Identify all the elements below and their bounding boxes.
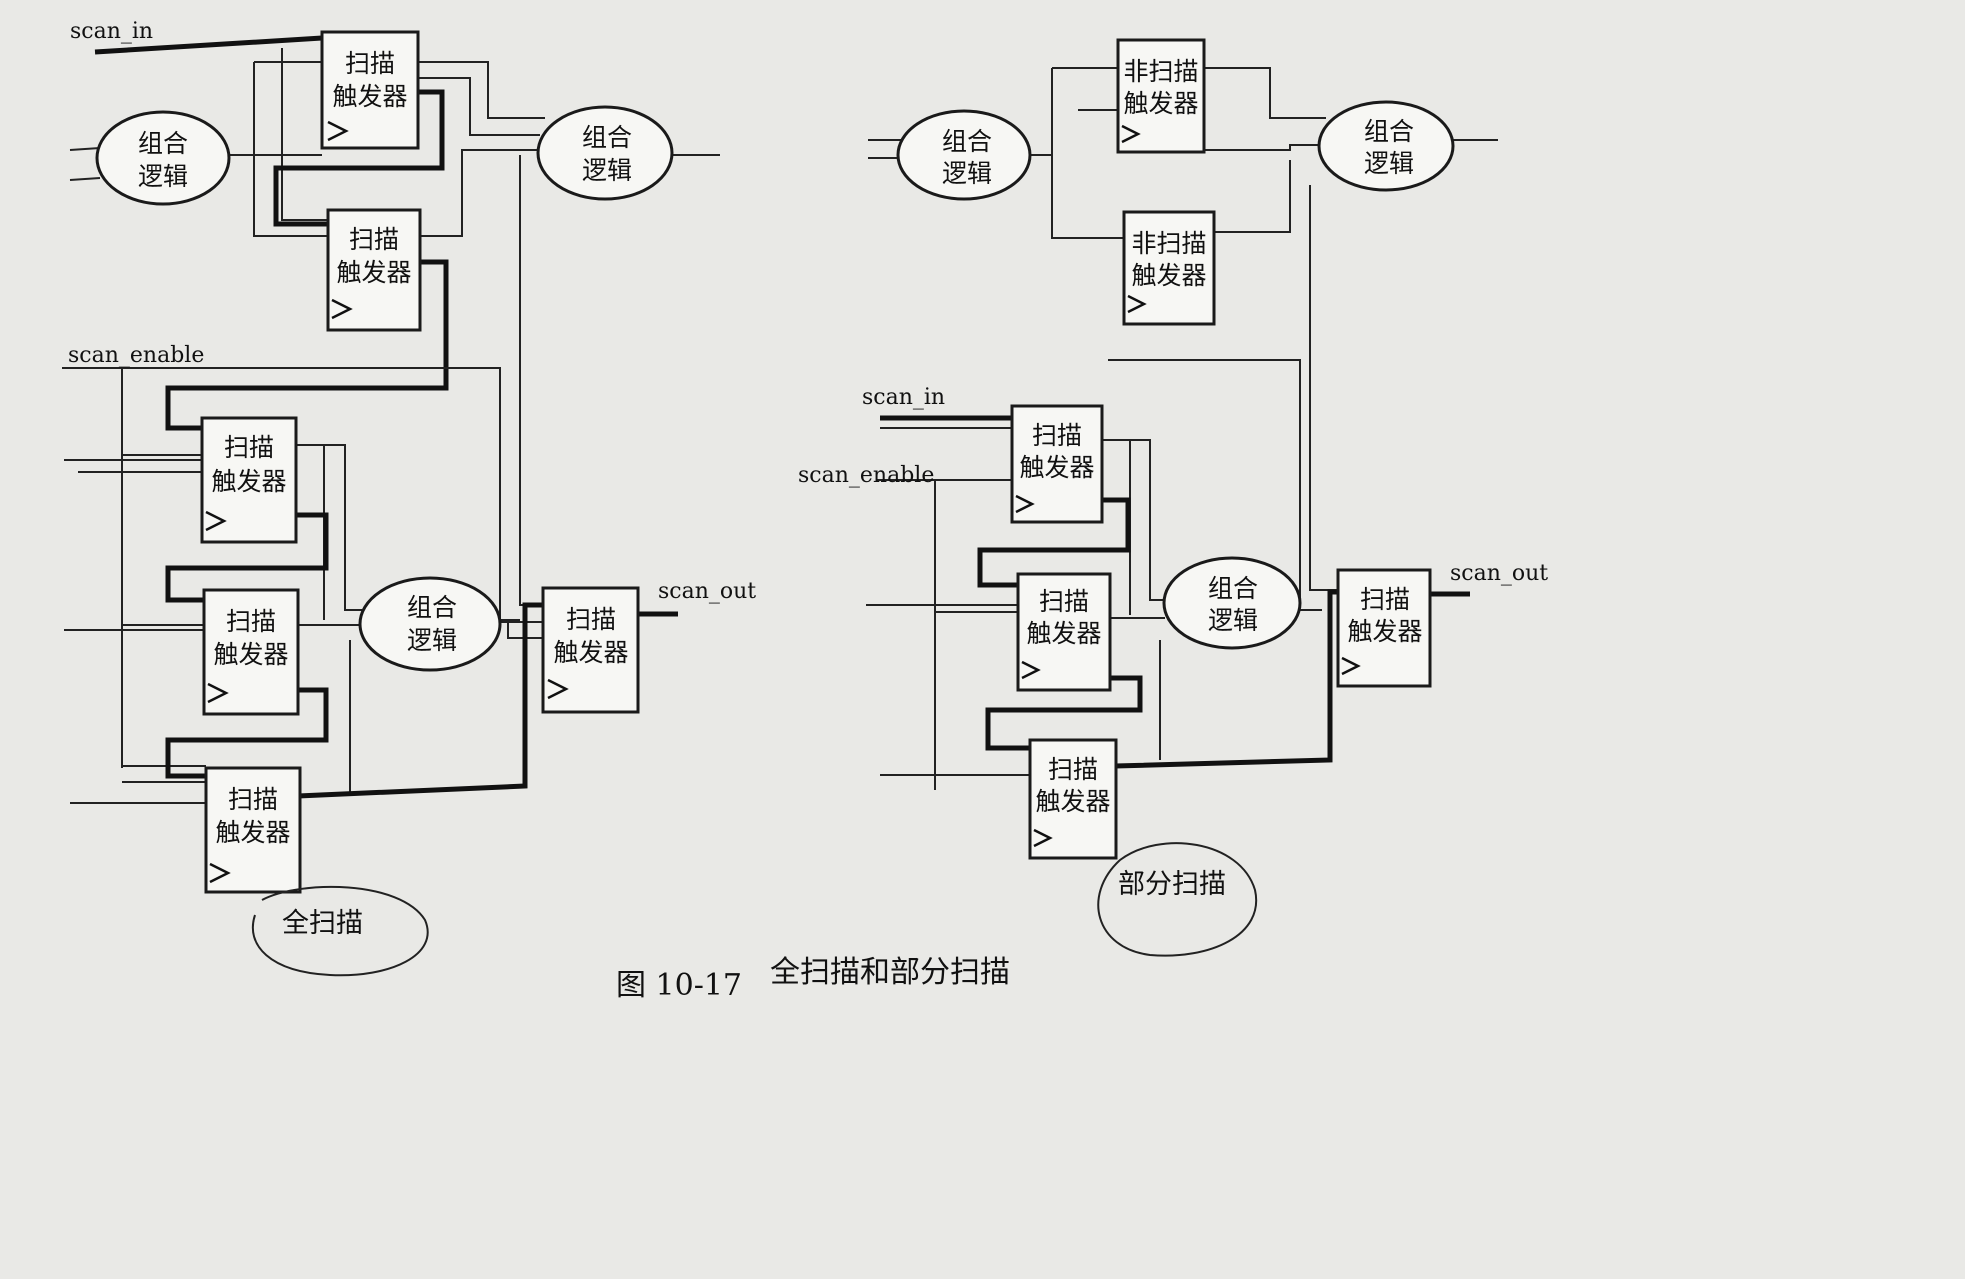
ff-label-bottom: 触发器 bbox=[1131, 261, 1206, 290]
logic-label-top: 组合 bbox=[582, 123, 632, 152]
scan-out-label-right: scan_out bbox=[1450, 561, 1548, 586]
ff-label-bottom: 触发器 bbox=[215, 818, 290, 847]
ff-label-bottom: 触发器 bbox=[553, 638, 628, 667]
figure-number: 图 10-17 bbox=[616, 968, 742, 1003]
ff-label-bottom: 触发器 bbox=[1347, 617, 1422, 646]
logic-label-bottom: 逻辑 bbox=[942, 159, 992, 188]
scan-enable-label-right: scan_enable bbox=[798, 463, 934, 488]
logic-label-bottom: 逻辑 bbox=[407, 626, 457, 655]
ff-label-top: 扫描 bbox=[1039, 587, 1089, 616]
full-scan-wiring bbox=[62, 35, 720, 804]
logic-label-top: 组合 bbox=[407, 593, 457, 622]
scan-ff-1: 扫描 触发器 bbox=[320, 30, 420, 150]
scan-ff-2: 扫描 触发器 bbox=[326, 208, 422, 332]
scan-ff-3: 扫描 触发器 bbox=[200, 416, 298, 544]
logic-label-top: 组合 bbox=[1208, 574, 1258, 603]
logic-block-3: 组合 逻辑 bbox=[358, 576, 502, 672]
logic-block-right-1: 组合 逻辑 bbox=[896, 109, 1032, 201]
partial-scan-label: 部分扫描 bbox=[1118, 869, 1226, 900]
ff-label-bottom: 触发器 bbox=[1035, 787, 1110, 816]
nonscan-ff-2: 非扫描 触发器 bbox=[1122, 210, 1216, 326]
scan-enable-label-left: scan_enable bbox=[68, 343, 204, 368]
ff-label-top: 扫描 bbox=[345, 49, 395, 78]
logic-label-bottom: 逻辑 bbox=[1208, 606, 1258, 635]
ff-label-top: 扫描 bbox=[224, 433, 274, 462]
logic-label-bottom: 逻辑 bbox=[582, 156, 632, 185]
ff-label-bottom: 触发器 bbox=[211, 467, 286, 496]
logic-label-top: 组合 bbox=[1364, 117, 1414, 146]
logic-label-top: 组合 bbox=[942, 127, 992, 156]
ff-label-top: 扫描 bbox=[349, 225, 399, 254]
full-scan-label: 全扫描 bbox=[282, 908, 363, 939]
ff-label-top: 扫描 bbox=[1360, 585, 1410, 614]
logic-block-right-3: 组合 逻辑 bbox=[1162, 556, 1302, 650]
scan-ff-out-left: 扫描 触发器 bbox=[541, 586, 640, 714]
scan-ff-4: 扫描 触发器 bbox=[202, 588, 300, 716]
logic-block-2: 组合 逻辑 bbox=[536, 105, 674, 201]
scan-in-label-left: scan_in bbox=[70, 19, 153, 44]
ff-label-top: 扫描 bbox=[1032, 421, 1082, 450]
logic-label-bottom: 逻辑 bbox=[138, 162, 188, 191]
ff-label-top: 非扫描 bbox=[1131, 229, 1206, 258]
logic-label-bottom: 逻辑 bbox=[1364, 149, 1414, 178]
figure-canvas: 扫描 触发器 扫描 触发器 扫描 触发器 扫描 触发器 扫描 触发器 扫描 触发… bbox=[62, 19, 1548, 1003]
ff-label-bottom: 触发器 bbox=[336, 258, 411, 287]
ff-label-top: 扫描 bbox=[566, 605, 616, 634]
logic-block-right-2: 组合 逻辑 bbox=[1317, 100, 1455, 192]
scan-ff-right-2: 扫描 触发器 bbox=[1016, 572, 1112, 692]
nonscan-ff-1: 非扫描 触发器 bbox=[1116, 38, 1206, 154]
logic-block-1: 组合 逻辑 bbox=[95, 110, 231, 206]
partial-scan-annotation: 部分扫描 bbox=[1097, 842, 1258, 957]
ff-label-bottom: 触发器 bbox=[213, 640, 288, 669]
partial-scan-wiring bbox=[866, 67, 1498, 790]
ff-label-bottom: 触发器 bbox=[1123, 89, 1198, 118]
full-scan-annotation: 全扫描 bbox=[251, 885, 429, 977]
ff-label-bottom: 触发器 bbox=[332, 82, 407, 111]
scan-out-label-left: scan_out bbox=[658, 579, 756, 604]
figure-caption: 图 10-17 全扫描和部分扫描 bbox=[616, 955, 1010, 1003]
ff-label-bottom: 触发器 bbox=[1019, 453, 1094, 482]
scan-ff-right-1: 扫描 触发器 bbox=[1010, 404, 1104, 524]
ff-label-top: 扫描 bbox=[228, 785, 278, 814]
scan-ff-right-3: 扫描 触发器 bbox=[1028, 738, 1118, 860]
scan-ff-5: 扫描 触发器 bbox=[204, 766, 302, 894]
logic-label-top: 组合 bbox=[138, 129, 188, 158]
ff-label-top: 扫描 bbox=[1048, 755, 1098, 784]
ff-label-top: 扫描 bbox=[226, 607, 276, 636]
ff-label-top: 非扫描 bbox=[1123, 57, 1198, 86]
figure-title: 全扫描和部分扫描 bbox=[770, 955, 1010, 990]
scan-diagram: 扫描 触发器 扫描 触发器 扫描 触发器 扫描 触发器 扫描 触发器 扫描 触发… bbox=[62, 19, 1548, 1003]
ff-label-bottom: 触发器 bbox=[1026, 619, 1101, 648]
scan-in-label-right: scan_in bbox=[862, 385, 945, 410]
scan-ff-out-right: 扫描 触发器 bbox=[1336, 568, 1432, 688]
